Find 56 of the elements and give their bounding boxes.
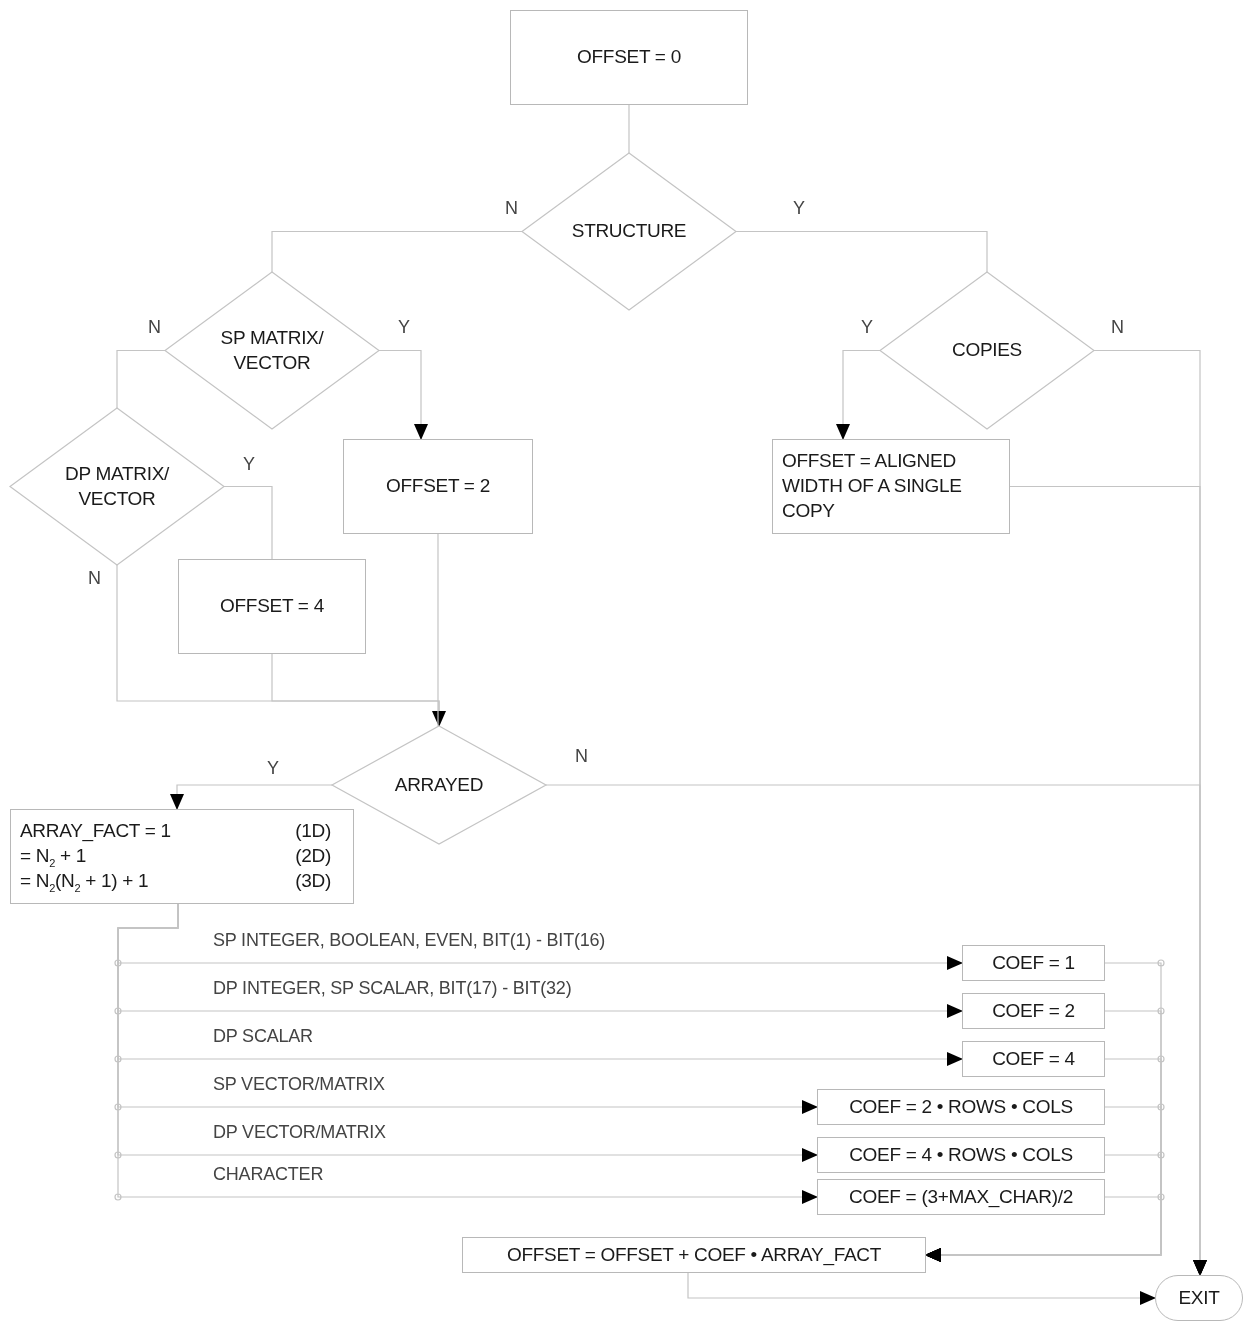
arrow — [378, 349, 428, 440]
decision-diamond — [165, 272, 379, 429]
node-label: OFFSET = 0 — [577, 45, 681, 70]
node-label: COEF = 1 — [992, 950, 1075, 975]
node-label: OFFSET = ALIGNED WIDTH OF A SINGLE COPY — [782, 449, 963, 523]
decision-label: COPIES — [952, 338, 1022, 363]
process-box — [817, 1089, 1105, 1125]
dimension-note: (3D) — [295, 868, 331, 893]
process-box — [343, 439, 533, 534]
process-box — [510, 10, 748, 105]
decision-label: STRUCTURE — [571, 219, 687, 244]
process-box — [178, 559, 366, 654]
node-label: COEF = (3+MAX_CHAR)/2 — [849, 1184, 1073, 1210]
process-box — [772, 439, 1010, 534]
decision-diamond — [332, 726, 546, 844]
terminal-shape — [1155, 1275, 1243, 1321]
node-label: OFFSET = OFFSET + COEF • ARRAY_FACT — [506, 1242, 882, 1268]
dimension-note: (2D) — [295, 844, 331, 869]
decision-diamond — [10, 408, 224, 565]
process-box — [817, 1137, 1105, 1173]
edge-label: DP INTEGER, SP SCALAR, BIT(17) - BIT(32) — [211, 978, 574, 999]
process-box — [817, 1179, 1105, 1215]
process-box — [962, 1041, 1105, 1077]
connector-line — [628, 104, 630, 154]
node-label: COEF = 4 — [992, 1046, 1075, 1071]
arrow — [170, 784, 333, 810]
node-label: EXIT — [1178, 1285, 1220, 1310]
node-label: COEF = 2 • ROWS • COLS — [849, 1094, 1073, 1119]
dimension-note: (1D) — [295, 819, 331, 844]
connector-line — [437, 533, 439, 727]
formula-text: ARRAY_FACT = 1 — [20, 819, 172, 844]
arrow — [925, 1193, 1165, 1262]
node-label: OFFSET = 2 — [386, 474, 490, 499]
node-label: OFFSET = 4 — [220, 594, 324, 619]
connector-line — [116, 349, 166, 409]
node-label: COEF = 4 • ROWS • COLS — [849, 1142, 1073, 1167]
formula-text: = N$_{2}$ + 1 — [20, 844, 88, 869]
arrow — [271, 653, 446, 727]
connector-line — [223, 485, 273, 560]
process-box — [962, 993, 1105, 1029]
decision-diamond — [880, 272, 1094, 429]
connector-line — [271, 230, 523, 273]
node-label: COEF = 2 — [992, 998, 1075, 1023]
decision-label: SP MATRIX/ VECTOR — [219, 325, 325, 375]
process-box — [462, 1237, 926, 1273]
edge-label: SP INTEGER, BOOLEAN, EVEN, BIT(1) - BIT(16) — [211, 930, 608, 951]
arrow — [545, 784, 1207, 1276]
process-box — [10, 809, 354, 904]
formula-text: = N$_{2}$(N$_{2}$ + 1) + 1 — [20, 868, 150, 894]
process-box — [962, 945, 1105, 981]
arrow — [836, 349, 881, 440]
arrow — [687, 1272, 1156, 1305]
connector-line — [735, 230, 988, 273]
decision-diamond — [522, 153, 736, 310]
decision-label: ARRAYED — [394, 772, 484, 797]
decision-label: DP MATRIX/ VECTOR — [64, 461, 171, 511]
